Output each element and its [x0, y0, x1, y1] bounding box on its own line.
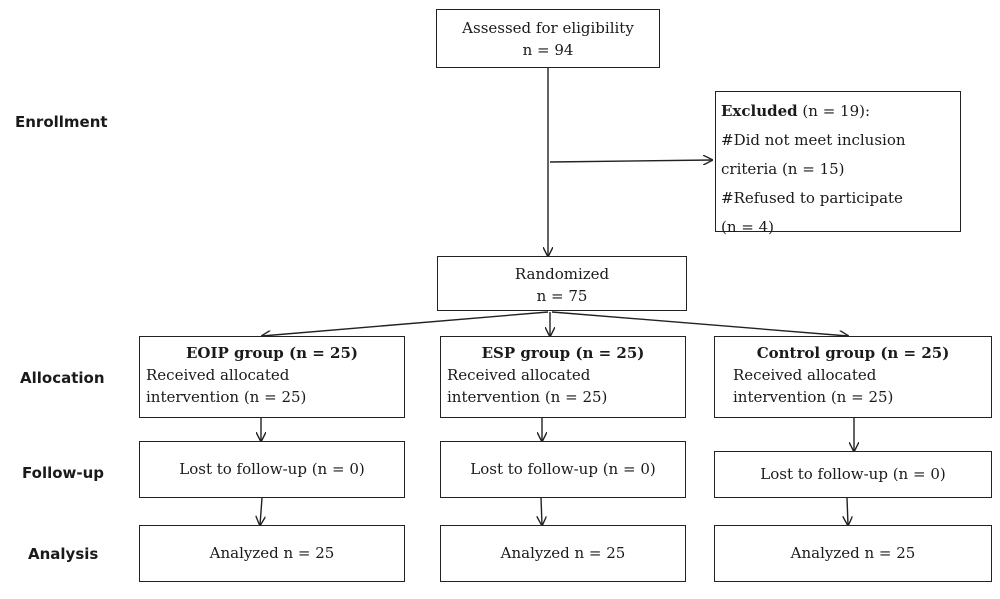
stage-label-allocation: Allocation	[20, 369, 105, 387]
stage-label-enrollment: Enrollment	[15, 113, 108, 131]
arrow-randomized-to-eoip	[262, 311, 549, 336]
stage-label-followup: Follow-up	[22, 464, 105, 482]
control-analysis-box: Analyzed n = 25	[714, 525, 992, 582]
control-allocation-line-1: Received allocated	[733, 366, 877, 384]
arrow-to-excluded	[549, 160, 712, 162]
control-followup-box: Lost to follow-up (n = 0)	[714, 451, 992, 498]
excluded-reason-2: #Refused to participate	[721, 189, 903, 207]
excluded-reason-2-count: (n = 4)	[721, 218, 775, 236]
excluded-box: Excluded (n = 19): #Did not meet inclusi…	[715, 91, 961, 236]
control-group-name: Control group	[756, 344, 876, 362]
excluded-header: Excluded (n = 19):	[721, 97, 960, 126]
esp-followup-box: Lost to follow-up (n = 0)	[440, 441, 686, 498]
esp-analysis-text: Analyzed n = 25	[500, 544, 626, 562]
eoip-group-count: (n = 25)	[283, 344, 359, 362]
control-allocation-line-2: intervention (n = 25)	[733, 388, 894, 406]
eoip-group-header: EOIP group (n = 25)	[140, 342, 404, 364]
esp-group-name: ESP group	[481, 344, 571, 362]
eoip-followup-box: Lost to follow-up (n = 0)	[139, 441, 405, 498]
esp-allocation-line-1: Received allocated	[447, 366, 591, 384]
eoip-analysis-box: Analyzed n = 25	[139, 525, 405, 582]
esp-group-count: (n = 25)	[570, 344, 645, 362]
randomized-count: n = 75	[536, 287, 588, 305]
control-group-count: (n = 25)	[875, 344, 950, 362]
esp-followup-text: Lost to follow-up (n = 0)	[470, 460, 656, 478]
control-group-header: Control group (n = 25)	[715, 342, 991, 364]
excluded-count: (n = 19):	[797, 102, 871, 120]
esp-group-header: ESP group (n = 25)	[441, 342, 685, 364]
eoip-group-name: EOIP group	[185, 344, 284, 362]
esp-allocation-line-2: intervention (n = 25)	[447, 388, 608, 406]
stage-label-analysis: Analysis	[28, 545, 99, 563]
randomized-label: Randomized	[514, 265, 610, 283]
arrow-control-followup-to-analysis	[847, 497, 848, 525]
control-followup-text: Lost to follow-up (n = 0)	[760, 465, 946, 483]
randomized-box: Randomized n = 75	[437, 256, 687, 311]
eoip-followup-text: Lost to follow-up (n = 0)	[179, 460, 365, 478]
eoip-allocation-line-1: Received allocated	[146, 366, 290, 384]
assessed-count: n = 94	[522, 41, 574, 59]
excluded-reason-1-count: criteria (n = 15)	[721, 160, 845, 178]
eoip-allocation-box: EOIP group (n = 25) Received allocated i…	[139, 336, 405, 418]
assessed-label: Assessed for eligibility	[462, 19, 634, 37]
esp-analysis-box: Analyzed n = 25	[440, 525, 686, 582]
esp-allocation-box: ESP group (n = 25) Received allocated in…	[440, 336, 686, 418]
assessed-box: Assessed for eligibility n = 94	[436, 9, 660, 68]
arrow-randomized-to-control	[551, 311, 848, 336]
excluded-title: Excluded	[721, 102, 798, 120]
eoip-allocation-line-2: intervention (n = 25)	[146, 388, 307, 406]
control-allocation-box: Control group (n = 25) Received allocate…	[714, 336, 992, 418]
control-analysis-text: Analyzed n = 25	[790, 544, 916, 562]
eoip-analysis-text: Analyzed n = 25	[209, 544, 335, 562]
arrow-esp-followup-to-analysis	[541, 497, 542, 525]
excluded-reason-1: #Did not meet inclusion	[721, 131, 906, 149]
arrow-eoip-followup-to-analysis	[260, 497, 262, 525]
